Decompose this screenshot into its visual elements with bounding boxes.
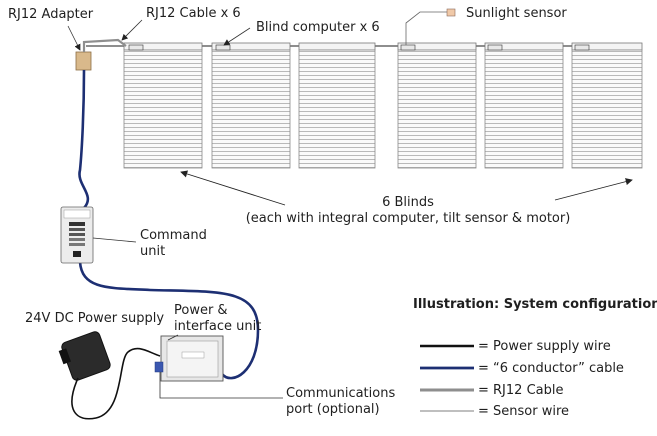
blinds-label-line2: (each with integral computer, tilt senso… (245, 211, 571, 226)
blinds-label-line1: 6 Blinds (382, 195, 434, 210)
power-interface-unit (154, 335, 224, 382)
communications-port-label-line2: port (optional) (286, 402, 380, 417)
blind-5 (484, 42, 564, 169)
blind-computer-1 (128, 44, 144, 51)
power-supply-wire (71, 347, 161, 420)
sunlight-sensor (446, 8, 456, 17)
communications-port (154, 361, 164, 373)
six-conductor-cable-top (78, 69, 90, 209)
rj12-cable (82, 38, 127, 52)
rj12-adapter-label: RJ12 Adapter (8, 7, 94, 22)
blind-computer-4 (400, 44, 416, 51)
command-unit-label-line2: unit (140, 244, 166, 259)
sunlight-sensor-label: Sunlight sensor (466, 6, 567, 21)
legend-label-sensor-wire: = Sensor wire (478, 404, 570, 419)
blind-1 (123, 42, 203, 169)
power-unit-label-line2: interface unit (174, 319, 262, 334)
legend-label-rj12: = RJ12 Cable (478, 383, 564, 398)
blind-3 (298, 42, 376, 169)
power-supply-label: 24V DC Power supply (25, 311, 165, 326)
blind-computer-label: Blind computer x 6 (256, 20, 380, 35)
blinds-arrow-right (554, 178, 633, 201)
legend-title: Illustration: System configuration (413, 297, 657, 312)
power-unit-label-line1: Power & (174, 303, 228, 318)
power-supply (58, 331, 111, 381)
rj12-cable-label: RJ12 Cable x 6 (146, 6, 241, 21)
sensor-wire (405, 11, 447, 45)
six-conductor-cable-bottom (78, 261, 260, 380)
blind-computer-6 (574, 44, 590, 51)
blind-computer-2 (215, 44, 231, 51)
communications-port-label-line1: Communications (286, 386, 396, 401)
blind-4 (397, 42, 477, 169)
legend-label-power-wire: = Power supply wire (478, 339, 611, 354)
leader-lines (67, 19, 283, 399)
blind-6 (571, 42, 643, 169)
blind-2 (211, 42, 291, 169)
rj12-adapter (75, 51, 92, 71)
blind-computer-5 (487, 44, 503, 51)
legend-label-six-conductor: = “6 conductor” cable (478, 361, 624, 376)
blinds-arrow-left (180, 170, 286, 206)
command-unit-label-line1: Command (140, 228, 207, 243)
command-unit (60, 206, 94, 264)
